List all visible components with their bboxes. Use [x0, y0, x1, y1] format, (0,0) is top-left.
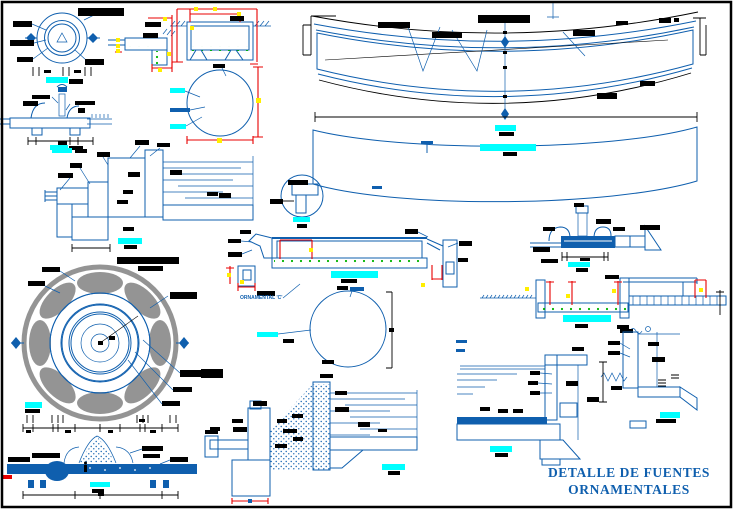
flower-fountain-plan — [11, 257, 223, 423]
grid-circle-plan-large — [257, 286, 394, 369]
redacted-labels — [228, 229, 472, 262]
title-line-1: DETALLE DE FUENTES — [547, 465, 711, 480]
redacted-labels — [8, 446, 188, 462]
wall-section-bottom-middle — [201, 369, 418, 504]
mesh-crescent-plan — [312, 126, 698, 203]
dimension-markers — [227, 248, 425, 287]
l-wall-section-1 — [456, 340, 599, 466]
title-block: DETALLE DE FUENTES ORNAMENTALES — [543, 464, 715, 498]
corner-wall-section — [108, 15, 176, 72]
dimension-markers — [525, 287, 703, 298]
nozzle-section-right — [530, 203, 662, 272]
rect-basin-section — [170, 7, 271, 68]
title-line-2: ORNAMENTALES — [568, 482, 690, 497]
curved-pool-plan — [302, 2, 707, 136]
highlight-label — [46, 77, 68, 83]
nozzle-section-left — [0, 84, 112, 150]
redacted-labels — [533, 203, 660, 263]
dimension-markers — [190, 7, 241, 30]
redacted-labels — [10, 8, 124, 65]
grid-circle-plan-small — [170, 63, 263, 144]
petal-ring — [29, 272, 171, 414]
redacted-labels — [608, 341, 665, 390]
trough-section-right — [480, 275, 727, 334]
dimension-markers — [116, 17, 171, 72]
channel-basin-section — [226, 229, 472, 299]
redacted-labels — [378, 15, 679, 99]
redacted-labels — [210, 374, 387, 448]
redacted-labels — [23, 95, 95, 113]
circular-fountain-plan-small — [10, 8, 124, 84]
fountain-spray-elevation — [3, 424, 219, 499]
detail-caption: ORNAMENTAL 'C' — [240, 295, 283, 301]
redacted-labels — [480, 347, 599, 413]
redacted-labels — [58, 140, 231, 231]
retaining-wall-section — [44, 140, 254, 252]
red-mark — [3, 475, 12, 479]
l-wall-section-2 — [599, 329, 698, 429]
detail-callout — [270, 174, 324, 228]
